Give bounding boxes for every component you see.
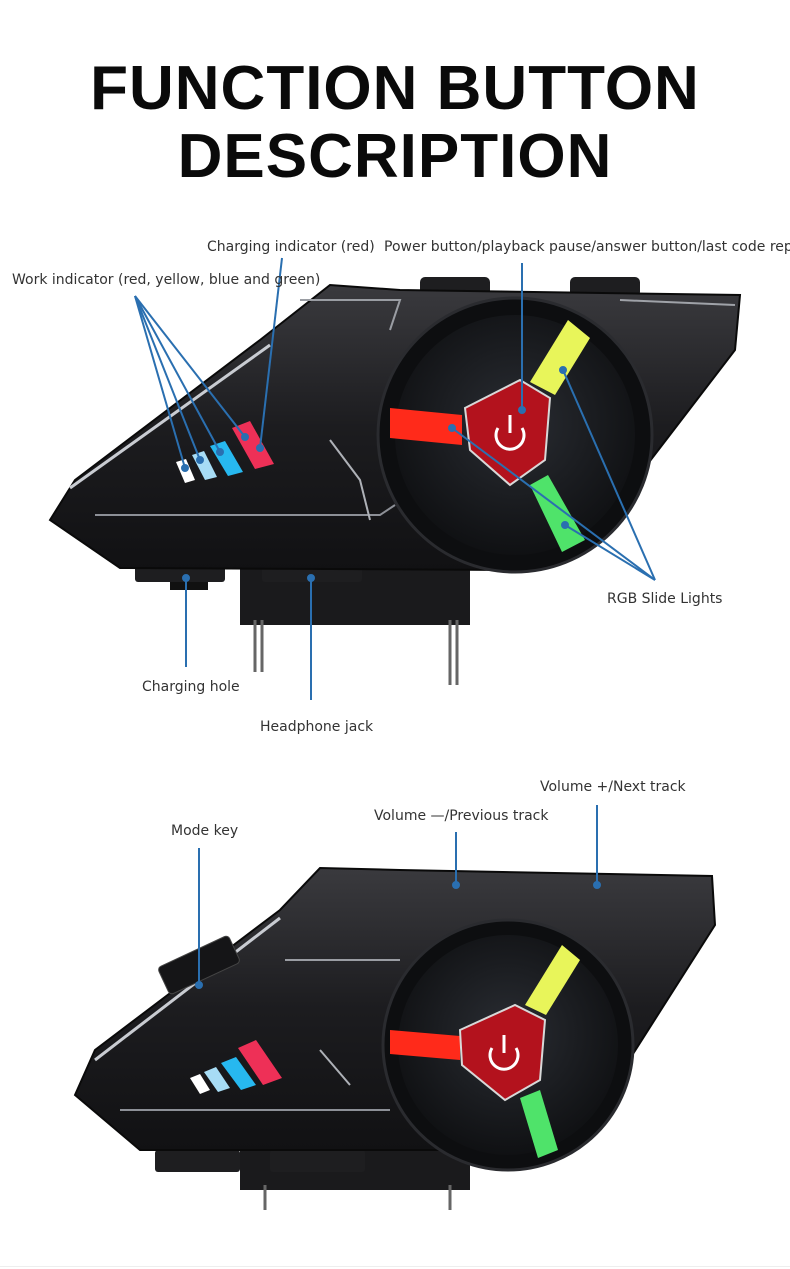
work-indicator-label: Work indicator (red, yellow, blue and gr… bbox=[12, 272, 321, 288]
charging-hole-label: Charging hole bbox=[142, 679, 240, 695]
bottom-divider bbox=[0, 1266, 790, 1267]
bottom-indicator-lights bbox=[190, 1040, 282, 1094]
mode-key-label: Mode key bbox=[171, 823, 239, 839]
charging-indicator-label: Charging indicator (red) bbox=[207, 239, 375, 255]
page-title-line1: FUNCTION BUTTON bbox=[90, 54, 700, 123]
top-device-illustration bbox=[48, 257, 742, 700]
volume-up-label: Volume +/Next track bbox=[540, 779, 686, 795]
headphone-jack-label: Headphone jack bbox=[260, 719, 374, 735]
bottom-power-icon bbox=[488, 1035, 520, 1071]
page-title-line2: DESCRIPTION bbox=[177, 122, 613, 191]
power-button[interactable] bbox=[463, 378, 552, 487]
top-callout-lines bbox=[134, 257, 656, 700]
bottom-rgb-slide-lights bbox=[390, 945, 580, 1158]
rgb-slide-lights-label: RGB Slide Lights bbox=[607, 591, 723, 607]
bottom-device-illustration bbox=[73, 805, 717, 1210]
bottom-power-button[interactable] bbox=[458, 1003, 547, 1102]
bottom-callout-lines bbox=[195, 805, 601, 989]
rgb-slide-lights bbox=[390, 320, 590, 552]
volume-down-label: Volume —/Previous track bbox=[374, 808, 549, 824]
power-icon bbox=[494, 415, 526, 451]
power-button-label: Power button/playback pause/answer butto… bbox=[384, 239, 790, 255]
